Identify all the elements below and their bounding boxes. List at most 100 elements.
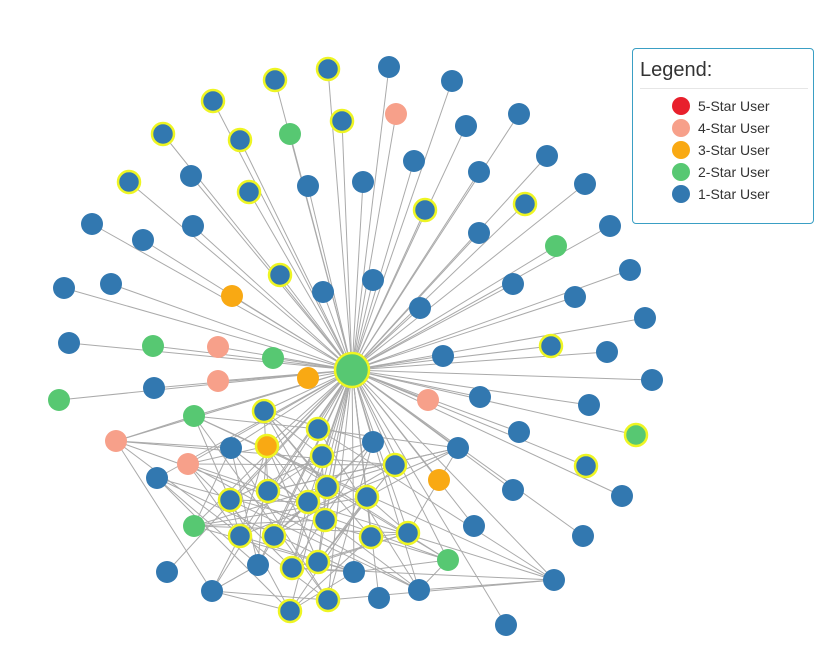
user-node-1-star-45[interactable] [538,333,564,359]
user-node-1-star-83[interactable] [358,524,384,550]
user-node-1-star-80[interactable] [463,515,485,537]
user-node-1-star-81[interactable] [227,523,253,549]
user-node-1-star-36[interactable] [502,273,524,295]
user-node-1-star-97[interactable] [315,587,341,613]
user-node-1-star-93[interactable] [368,587,390,609]
user-node-1-star-37[interactable] [564,286,586,308]
user-node-1-star-75[interactable] [354,484,380,510]
user-node-3-star-59[interactable] [254,433,280,459]
user-node-1-star-87[interactable] [156,561,178,583]
user-node-1-star-10[interactable] [227,127,253,153]
user-node-1-star-88[interactable] [247,554,269,576]
user-node-1-star-72[interactable] [255,478,281,504]
user-node-1-star-21[interactable] [512,191,538,217]
user-node-1-star-74[interactable] [314,474,340,500]
user-node-1-star-31[interactable] [362,269,384,291]
user-node-1-star-76[interactable] [502,479,524,501]
user-node-2-star-86[interactable] [437,549,459,571]
user-node-1-star-62[interactable] [447,437,469,459]
user-node-1-star-38[interactable] [409,297,431,319]
user-node-1-star-54[interactable] [578,394,600,416]
user-node-1-star-30[interactable] [267,262,293,288]
user-node-1-star-79[interactable] [312,507,338,533]
user-node-1-star-58[interactable] [220,437,242,459]
user-node-1-star-26[interactable] [468,222,490,244]
user-node-1-star-13[interactable] [403,150,425,172]
user-node-1-star-73[interactable] [295,489,321,515]
user-node-1-star-23[interactable] [81,213,103,235]
user-node-1-star-63[interactable] [508,421,530,443]
user-node-1-star-3[interactable] [441,70,463,92]
user-node-2-star-27[interactable] [545,235,567,257]
user-node-1-star-11[interactable] [455,115,477,137]
user-node-1-star-29[interactable] [619,259,641,281]
user-node-4-star-52[interactable] [417,389,439,411]
user-node-4-star-57[interactable] [105,430,127,452]
user-node-1-star-50[interactable] [641,369,663,391]
user-node-2-star-9[interactable] [279,123,301,145]
user-node-1-star-47[interactable] [143,377,165,399]
user-node-1-star-22[interactable] [412,197,438,223]
user-node-1-star-53[interactable] [469,386,491,408]
user-node-1-star-4[interactable] [200,88,226,114]
user-node-1-star-90[interactable] [305,549,331,575]
user-node-1-star-18[interactable] [236,179,262,205]
user-node-1-star-16[interactable] [297,175,319,197]
user-node-1-star-17[interactable] [352,171,374,193]
user-node-1-star-56[interactable] [251,398,277,424]
user-node-1-star-35[interactable] [312,281,334,303]
user-node-1-star-8[interactable] [150,121,176,147]
user-node-1-star-40[interactable] [58,332,80,354]
user-node-2-star-43[interactable] [262,347,284,369]
user-node-2-star-55[interactable] [183,405,205,427]
user-node-1-star-66[interactable] [146,467,168,489]
user-node-4-star-42[interactable] [207,336,229,358]
user-node-1-star-0[interactable] [378,56,400,78]
user-node-1-star-15[interactable] [116,169,142,195]
user-node-1-star-20[interactable] [574,173,596,195]
user-node-1-star-44[interactable] [432,345,454,367]
user-node-2-star-78[interactable] [183,515,205,537]
user-node-1-star-68[interactable] [382,452,408,478]
user-node-1-star-14[interactable] [180,165,202,187]
user-node-1-star-39[interactable] [634,307,656,329]
user-node-1-star-6[interactable] [329,108,355,134]
user-node-1-star-98[interactable] [495,614,517,636]
user-node-1-star-7[interactable] [508,103,530,125]
user-node-1-star-94[interactable] [408,579,430,601]
user-node-1-star-1[interactable] [315,56,341,82]
central-user-node[interactable] [333,351,371,389]
user-node-1-star-77[interactable] [611,485,633,507]
user-node-4-star-65[interactable] [177,453,199,475]
user-node-1-star-67[interactable] [309,443,335,469]
user-node-1-star-85[interactable] [572,525,594,547]
user-node-1-star-91[interactable] [343,561,365,583]
user-node-1-star-25[interactable] [132,229,154,251]
user-node-2-star-41[interactable] [142,335,164,357]
user-node-4-star-48[interactable] [207,370,229,392]
user-node-1-star-82[interactable] [261,523,287,549]
user-node-1-star-28[interactable] [599,215,621,237]
user-node-1-star-71[interactable] [217,487,243,513]
user-node-1-star-60[interactable] [305,416,331,442]
user-node-3-star-69[interactable] [428,469,450,491]
user-node-1-star-2[interactable] [262,67,288,93]
user-node-1-star-46[interactable] [596,341,618,363]
user-node-4-star-5[interactable] [385,103,407,125]
user-node-1-star-89[interactable] [279,555,305,581]
user-node-1-star-70[interactable] [573,453,599,479]
user-node-1-star-92[interactable] [201,580,223,602]
user-node-1-star-19[interactable] [468,161,490,183]
user-node-3-star-34[interactable] [221,285,243,307]
user-node-3-star-49[interactable] [297,367,319,389]
user-node-1-star-61[interactable] [362,431,384,453]
user-node-1-star-32[interactable] [100,273,122,295]
user-node-1-star-96[interactable] [277,598,303,624]
user-node-1-star-33[interactable] [53,277,75,299]
user-node-2-star-51[interactable] [48,389,70,411]
user-node-2-star-64[interactable] [623,422,649,448]
user-node-1-star-84[interactable] [395,520,421,546]
user-node-1-star-24[interactable] [182,215,204,237]
user-node-1-star-95[interactable] [543,569,565,591]
user-node-1-star-12[interactable] [536,145,558,167]
